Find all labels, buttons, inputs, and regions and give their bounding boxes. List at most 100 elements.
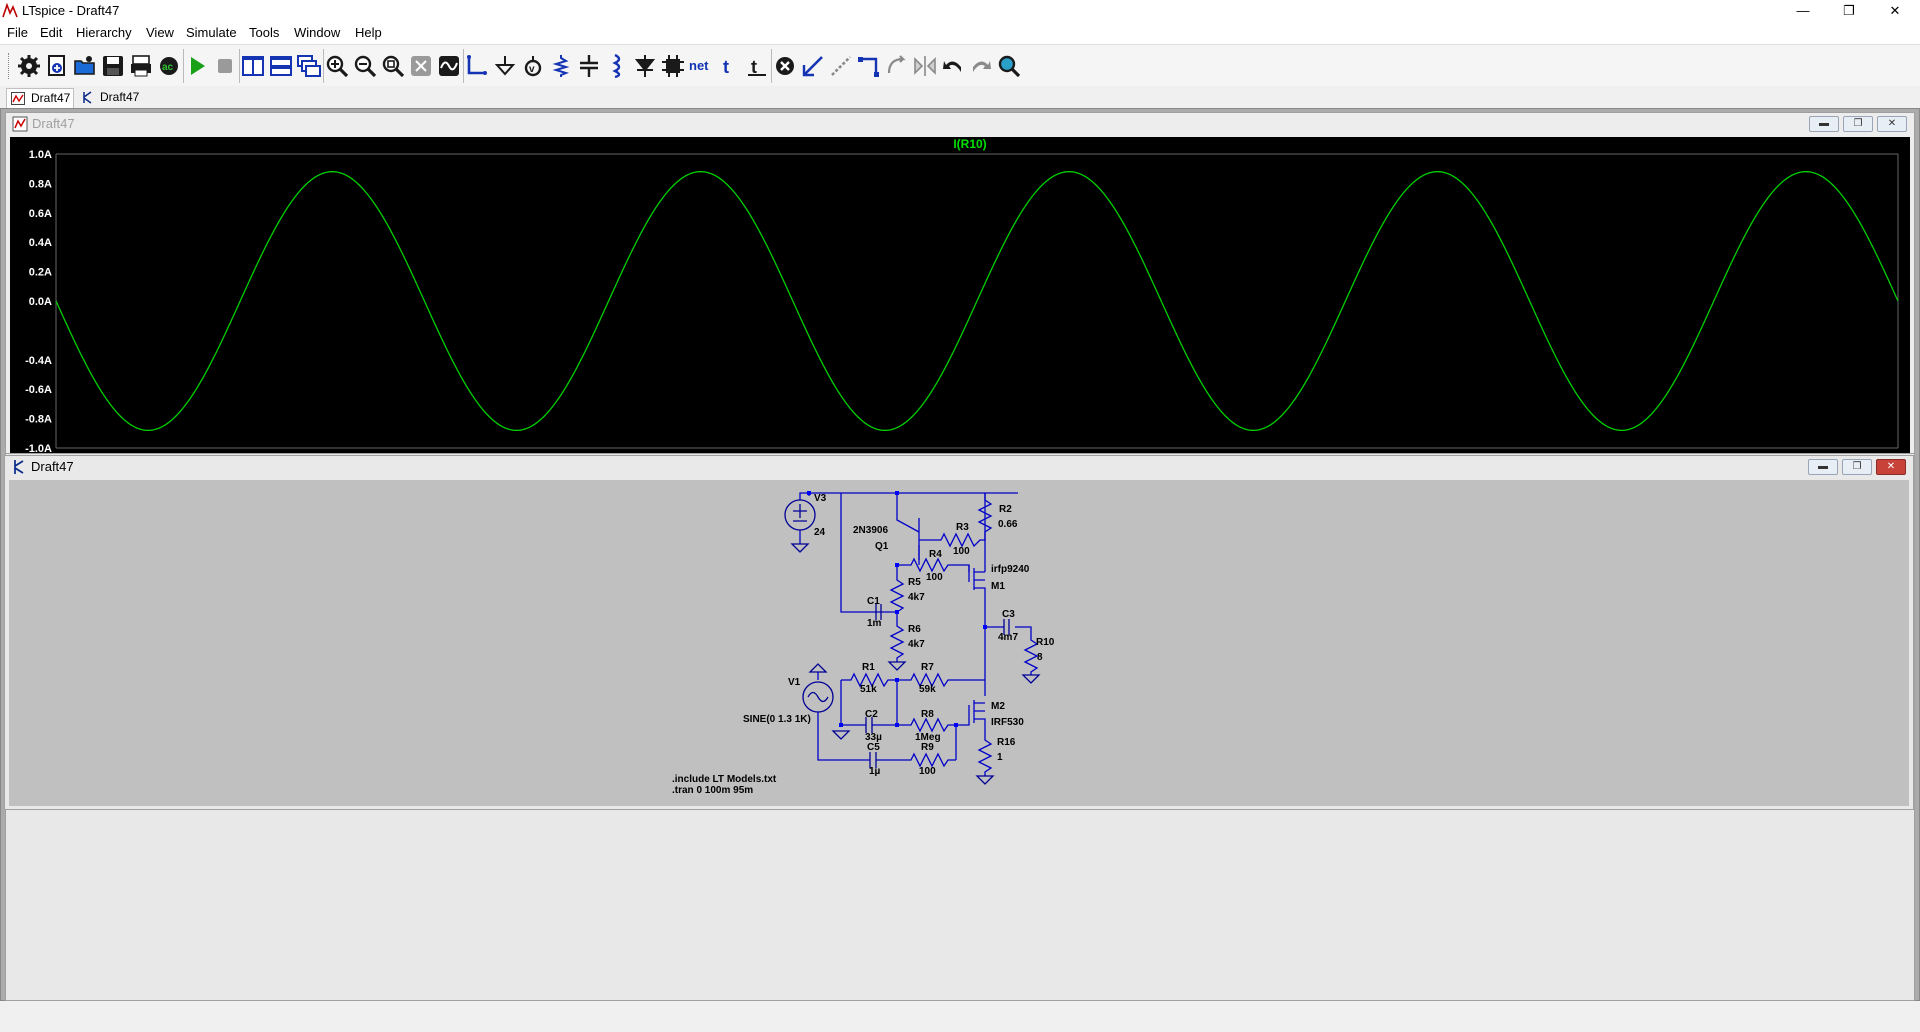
label-c3[interactable]: C3 <box>1002 609 1015 620</box>
minimize-button[interactable]: — <box>1796 3 1810 18</box>
label-m1[interactable]: M1 <box>991 581 1005 592</box>
find-button[interactable] <box>996 53 1024 81</box>
label-c3-value[interactable]: 4m7 <box>998 632 1018 643</box>
schematic-restore-button[interactable]: ❐ <box>1842 459 1872 475</box>
y-tick-label[interactable]: 0.8A <box>29 178 52 190</box>
label-c5-value[interactable]: 1µ <box>869 766 881 777</box>
zoom-out-button[interactable] <box>352 53 380 81</box>
tab-plot-draft47[interactable]: Draft47 <box>6 88 74 108</box>
label-r7[interactable]: R7 <box>921 662 934 673</box>
label-r5-value[interactable]: 4k7 <box>908 592 925 603</box>
inductor-button[interactable] <box>604 53 632 81</box>
duplicate-button[interactable] <box>800 53 828 81</box>
cascade-button[interactable] <box>296 53 324 81</box>
label-r8[interactable]: R8 <box>921 709 934 720</box>
label-r16-value[interactable]: 1 <box>997 752 1003 763</box>
toolbar-grip[interactable] <box>8 53 12 79</box>
menu-help[interactable]: Help <box>355 25 382 40</box>
voltage-source-v3[interactable] <box>784 499 816 531</box>
resistor-r7[interactable] <box>897 672 985 688</box>
label-r4-value[interactable]: 100 <box>926 572 943 583</box>
m1-terminals[interactable] <box>974 571 986 627</box>
resistor-r1[interactable] <box>841 672 897 688</box>
tab-schematic-draft47[interactable]: Draft47 <box>78 88 144 107</box>
label-r1-value[interactable]: 51k <box>860 684 877 695</box>
label-r9[interactable]: R9 <box>921 742 934 753</box>
label-r6[interactable]: R6 <box>908 624 921 635</box>
ground-button[interactable] <box>492 53 520 81</box>
y-tick-label[interactable]: 0.6A <box>29 208 52 220</box>
schematic-minimize-button[interactable]: ▬ <box>1808 459 1838 475</box>
ac-analysis-button[interactable]: ac <box>156 53 184 81</box>
spice-directive-button[interactable]: t <box>744 53 772 81</box>
wire-q1-emitter[interactable] <box>896 493 920 533</box>
wire-v3-top[interactable] <box>799 492 809 500</box>
capacitor-button[interactable] <box>576 53 604 81</box>
mirror-button[interactable] <box>912 53 940 81</box>
wire-button[interactable] <box>464 53 492 81</box>
trace-i-r10[interactable] <box>55 170 1899 432</box>
voltage-source-v1[interactable] <box>802 681 834 713</box>
resistor-r10[interactable] <box>1015 626 1039 675</box>
wire-m2-gate[interactable] <box>956 705 970 726</box>
schematic-close-button[interactable]: ✕ <box>1876 459 1906 475</box>
label-r10[interactable]: R10 <box>1036 637 1055 648</box>
y-tick-label[interactable]: -1.0A <box>25 443 52 455</box>
circuit-schematic[interactable]: V3 24 2N3906 Q1 R3 100 R2 0.66 R4 100 ir… <box>9 480 1909 806</box>
y-tick-label[interactable]: -0.8A <box>25 414 52 426</box>
resistor-r2[interactable] <box>977 493 993 572</box>
wire-c1-left[interactable] <box>840 493 876 613</box>
tile-vertical-button[interactable] <box>240 53 268 81</box>
label-m1-model[interactable]: irfp9240 <box>991 564 1030 575</box>
resistor-r16[interactable] <box>977 735 993 776</box>
label-q1[interactable]: Q1 <box>875 541 889 552</box>
delete-button[interactable] <box>772 53 800 81</box>
spice-directive-include[interactable]: .include LT Models.txt <box>672 774 777 785</box>
drag-button[interactable] <box>856 53 884 81</box>
y-tick-label[interactable]: 0.0A <box>29 296 52 308</box>
label-r2[interactable]: R2 <box>999 504 1012 515</box>
label-r3-value[interactable]: 100 <box>953 546 970 557</box>
label-v1[interactable]: V1 <box>788 677 801 688</box>
label-r1[interactable]: R1 <box>862 662 875 673</box>
print-button[interactable] <box>128 53 156 81</box>
capacitor-c5[interactable] <box>869 752 877 768</box>
label-m2-model[interactable]: IRF530 <box>991 717 1024 728</box>
zoom-fit-button[interactable] <box>380 53 408 81</box>
label-r8-value[interactable]: 1Meg <box>915 732 941 743</box>
wire-v1-bottom[interactable] <box>817 712 870 761</box>
spice-directive-tran[interactable]: .tran 0 100m 95m <box>672 785 753 796</box>
y-tick-label[interactable]: 1.0A <box>29 149 52 161</box>
label-c5[interactable]: C5 <box>867 742 880 753</box>
label-r4[interactable]: R4 <box>929 549 942 560</box>
capacitor-c3[interactable] <box>1003 619 1010 635</box>
redo-button[interactable] <box>968 53 996 81</box>
component-button[interactable] <box>660 53 688 81</box>
menu-view[interactable]: View <box>146 25 174 40</box>
resistor-r5[interactable] <box>889 565 905 613</box>
label-r7-value[interactable]: 59k <box>919 684 936 695</box>
label-q1-model[interactable]: 2N3906 <box>853 525 888 536</box>
y-tick-label[interactable]: -0.6A <box>25 384 52 396</box>
m2-terminals[interactable] <box>974 702 986 735</box>
menu-window[interactable]: Window <box>294 25 341 40</box>
text-button[interactable]: t <box>716 53 744 81</box>
label-c1-value[interactable]: 1m <box>867 618 882 629</box>
label-c2[interactable]: C2 <box>865 709 878 720</box>
menu-file[interactable]: File <box>7 25 28 40</box>
zoom-extents-button[interactable] <box>408 53 436 81</box>
close-button[interactable]: ✕ <box>1889 3 1901 18</box>
halt-button[interactable] <box>212 53 240 81</box>
schematic-window-titlebar[interactable]: Draft47 ▬ ❐ ✕ <box>5 456 1913 478</box>
resistor-r9[interactable] <box>876 752 956 768</box>
autorange-button[interactable] <box>436 53 464 81</box>
move-button[interactable] <box>828 53 856 81</box>
plot-restore-button[interactable]: ❐ <box>1843 116 1873 132</box>
plot-close-button[interactable]: ✕ <box>1877 116 1907 132</box>
label-r16[interactable]: R16 <box>997 737 1016 748</box>
maximize-button[interactable]: ❐ <box>1843 3 1855 18</box>
label-r2-value[interactable]: 0.66 <box>998 519 1018 530</box>
label-r9-value[interactable]: 100 <box>919 766 936 777</box>
label-r3[interactable]: R3 <box>956 522 969 533</box>
new-schematic-button[interactable] <box>44 53 72 81</box>
